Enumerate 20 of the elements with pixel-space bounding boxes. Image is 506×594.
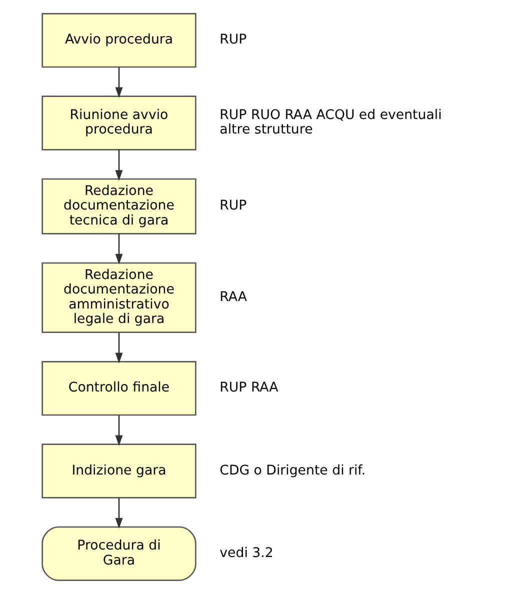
node-label: vedi 3.2 (220, 546, 274, 561)
node-label: RUP RAA (220, 380, 278, 396)
node-box: Controllo finale (42, 361, 196, 416)
node-box: Redazione documentazione tecnica di gara (42, 178, 196, 234)
arrow (115, 415, 123, 446)
arrow (115, 332, 123, 364)
node-box: Avvio procedura (42, 13, 196, 68)
arrow (115, 150, 123, 181)
node-label: CDG o Dirigente di rif. (220, 463, 366, 478)
arrow (115, 67, 123, 98)
arrow (115, 234, 123, 265)
node-label: RUP RUO RAA ACQU ed eventuali altre strutture (220, 108, 442, 138)
node-box: Indizione gara (42, 444, 196, 498)
arrow (115, 498, 123, 529)
node-box: Riunione avvio procedura (42, 96, 196, 150)
node-box: Redazione documentazione amministrativo legale di gara (42, 262, 196, 333)
node-label: RUP (220, 198, 247, 214)
node-label: RUP (220, 32, 247, 48)
node-label: RAA (220, 290, 247, 305)
node-box: Procedura di Gara (42, 526, 196, 581)
